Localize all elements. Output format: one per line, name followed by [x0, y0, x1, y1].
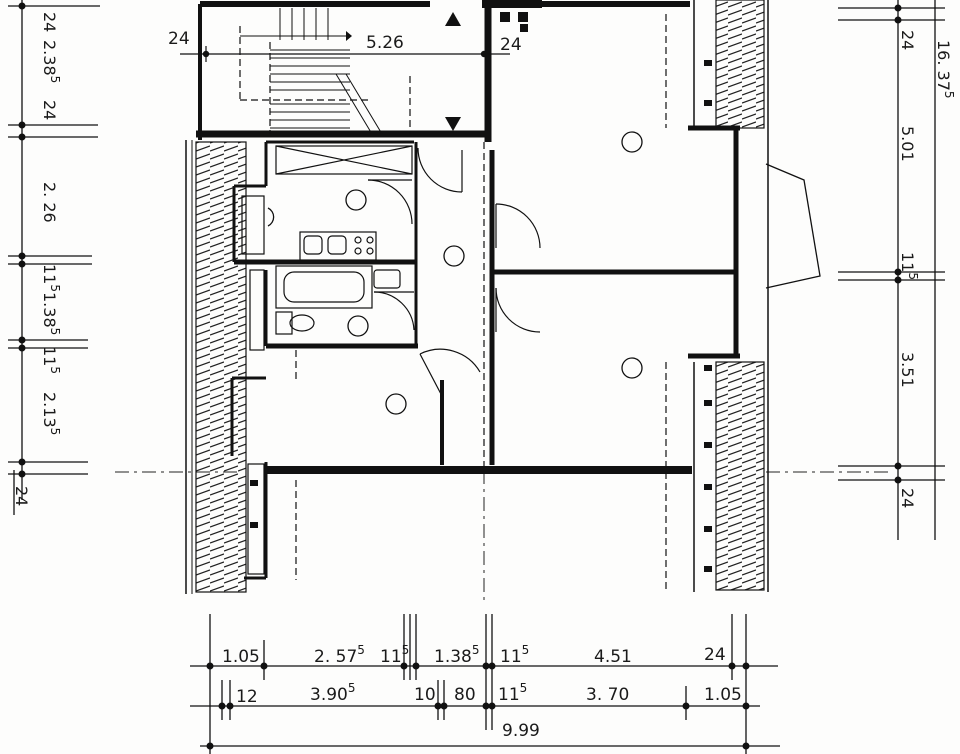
axis-lines — [115, 470, 890, 600]
down-arrow-icon — [445, 117, 461, 131]
bottom-dim-2-5: 3. 70 — [586, 685, 629, 705]
left-dimension-ticks — [18, 2, 26, 478]
left-dim-7: 2.135 — [40, 392, 62, 435]
left-dim-6: 115 — [40, 346, 62, 374]
bottom-dim-1-3: 1.385 — [434, 643, 480, 667]
bottom-dimension-labels-row1: 1.05 2. 575 115 1.385 115 4.51 24 — [222, 643, 726, 667]
left-dim-4: 115 — [40, 264, 62, 292]
bottom-dim-2-2: 10 — [414, 685, 436, 705]
walls — [196, 0, 740, 580]
stair-wall-label: 24 — [500, 35, 522, 55]
left-dim-1: 2.385 — [40, 40, 62, 83]
bottom-dim-2-6: 1.05 — [704, 685, 742, 705]
doors — [367, 147, 541, 397]
bottom-dim-1-5: 4.51 — [594, 647, 632, 667]
stair-arrow-icon — [346, 31, 352, 41]
bottom-dimension-chains — [190, 614, 780, 754]
bottom-dimension-ticks — [206, 662, 750, 750]
bottom-dim-2-3: 80 — [454, 685, 476, 705]
roof-slope-right — [693, 0, 769, 592]
fixtures — [241, 145, 413, 575]
right-dim-3: 3.51 — [898, 352, 917, 388]
up-arrow-icon — [445, 12, 461, 26]
stair-width-label: 5.26 — [366, 33, 404, 53]
chimney — [482, 0, 542, 32]
bottom-dim-1-2: 115 — [380, 643, 409, 667]
bottom-dim-2-1: 3.905 — [310, 681, 356, 705]
left-dim-8: 24 — [12, 486, 31, 506]
bottom-dimension-labels-row2: 12 3.905 10 80 115 3. 70 1.05 — [236, 681, 742, 707]
staircase — [240, 8, 383, 135]
bottom-dim-1-1: 2. 575 — [314, 643, 365, 667]
right-total-dim: 16. 375 — [934, 40, 956, 99]
right-dimension-chain — [838, 0, 945, 540]
right-dim-1: 5.01 — [898, 126, 917, 162]
right-dimension-ticks — [894, 4, 902, 484]
stair-dimension-line — [180, 46, 510, 62]
left-dim-5: 1.385 — [40, 292, 62, 335]
left-dim-3: 2. 26 — [40, 182, 59, 223]
left-dim-0: 24 — [40, 12, 59, 32]
left-dim-2: 24 — [40, 100, 59, 120]
right-dim-2: 115 — [898, 252, 920, 280]
left-dimension-labels: 24 2.385 24 2. 26 115 1.385 115 2.135 24 — [12, 12, 62, 506]
bottom-dim-2-4: 115 — [498, 681, 527, 705]
roof-slope-left — [185, 140, 247, 594]
bottom-total-dim: 9.99 — [502, 721, 540, 741]
bottom-dim-2-0: 12 — [236, 687, 258, 707]
stair-left-wall-label: 24 — [168, 29, 190, 49]
right-dim-4: 24 — [898, 488, 917, 508]
dormer-outline — [765, 163, 821, 289]
bottom-dim-1-4: 115 — [500, 643, 529, 667]
ceiling-lights — [267, 131, 643, 415]
knee-wall-lines — [239, 14, 667, 590]
right-dimension-labels: 24 5.01 115 3.51 24 16. 375 — [898, 30, 956, 508]
right-dim-0: 24 — [898, 30, 917, 50]
bottom-dim-1-0: 1.05 — [222, 647, 260, 667]
bottom-dim-1-6: 24 — [704, 645, 726, 665]
fixture-dark-marks — [250, 480, 258, 528]
